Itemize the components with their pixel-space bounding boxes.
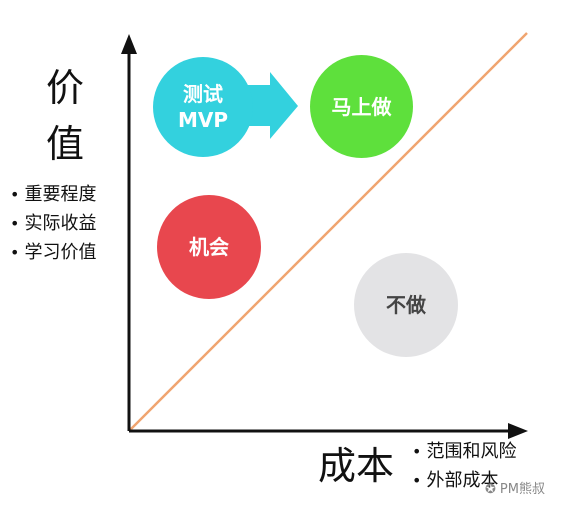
y-axis-arrowhead	[121, 34, 137, 54]
x-axis-title: 成本	[318, 444, 395, 488]
watermark-text: PM熊叔	[499, 482, 545, 497]
x-axis-point: 外部成本	[412, 466, 517, 495]
wechat-icon: ✪	[485, 482, 496, 497]
y-axis-point: 实际收益	[10, 209, 97, 238]
x-axis-arrowhead	[508, 423, 528, 439]
bubble-dont-do-label: 不做	[386, 293, 426, 317]
bubble-do-now: 马上做	[310, 55, 413, 158]
x-axis-point: 范围和风险	[412, 437, 517, 466]
x-axis-points: 范围和风险 外部成本	[412, 437, 517, 495]
bubble-opportunity: 机会	[157, 195, 261, 299]
bubble-do-now-label: 马上做	[331, 94, 392, 119]
bubble-dont-do: 不做	[354, 253, 458, 357]
y-axis-title: 价值	[46, 66, 85, 166]
watermark: ✪PM熊叔	[485, 478, 545, 497]
diagonal-line	[128, 32, 528, 432]
bubble-opportunity-label: 机会	[189, 235, 229, 259]
y-axis-point: 重要程度	[10, 180, 97, 209]
arrow-to-do-now	[240, 72, 298, 139]
bubble-test-mvp-label: 测试 MVP	[177, 82, 229, 132]
bubble-test-mvp: 测试 MVP	[153, 57, 253, 157]
y-axis-point: 学习价值	[10, 238, 97, 267]
y-axis-points: 重要程度 实际收益 学习价值	[10, 180, 97, 267]
